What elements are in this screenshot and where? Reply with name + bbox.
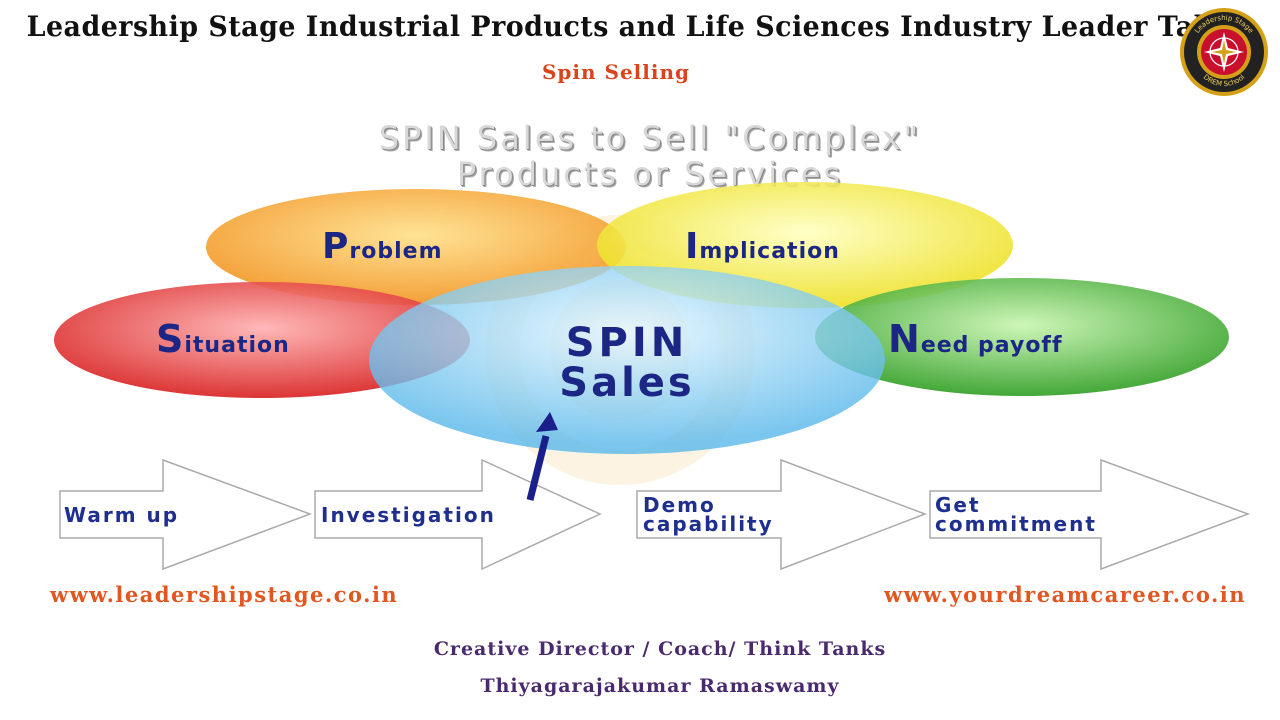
svg-text:Implication: Implication	[685, 226, 840, 267]
need-payoff-label: eed payoff	[921, 333, 1063, 358]
implication-label: mplication	[699, 239, 839, 264]
circle-need-payoff	[815, 278, 1229, 396]
need-payoff-initial: N	[888, 317, 921, 361]
credit-role: Creative Director / Coach/ Think Tanks	[433, 638, 887, 660]
circle-situation	[54, 282, 470, 398]
circle-spin-sales	[369, 266, 885, 454]
situation-label: ituation	[184, 333, 289, 358]
step-arrow-investigation	[314, 458, 602, 571]
step-label-investigation: Investigation	[321, 503, 496, 527]
step-arrow-warm-up	[59, 458, 313, 571]
step-arrow-demo	[636, 458, 928, 571]
diagram-heading: SPIN Sales to Sell "Complex" Products or…	[150, 120, 1150, 192]
diagram-heading-line1: SPIN Sales to Sell "Complex"	[378, 119, 922, 157]
pointer-arrow-icon	[526, 412, 558, 501]
situation-initial: S	[156, 317, 184, 361]
problem-label: roblem	[349, 239, 442, 264]
compass-logo-icon: Leadership Stage DREM School	[1180, 8, 1268, 96]
step-label-demo: Demo capability	[643, 493, 774, 536]
step-label-commitment: Get commitment	[935, 493, 1097, 536]
implication-initial: I	[685, 226, 699, 267]
credit-name: Thiyagarajakumar Ramaswamy	[480, 675, 840, 697]
center-label-spin: SPIN	[566, 320, 688, 366]
step-arrow-commitment	[929, 458, 1251, 571]
svg-text:Need payoff: Need payoff	[888, 317, 1063, 361]
center-label-sales: Sales	[559, 360, 694, 406]
svg-text:Problem: Problem	[322, 226, 443, 267]
url-right-link[interactable]: www.yourdreamcareer.co.in	[884, 582, 1247, 607]
step-label-warm-up: Warm up	[64, 503, 180, 527]
page-subtitle: Spin Selling	[541, 60, 690, 84]
page-title: Leadership Stage Industrial Products and…	[26, 10, 1224, 43]
url-left-link[interactable]: www.leadershipstage.co.in	[50, 582, 399, 607]
svg-text:Situation: Situation	[156, 317, 290, 361]
problem-initial: P	[322, 226, 349, 267]
